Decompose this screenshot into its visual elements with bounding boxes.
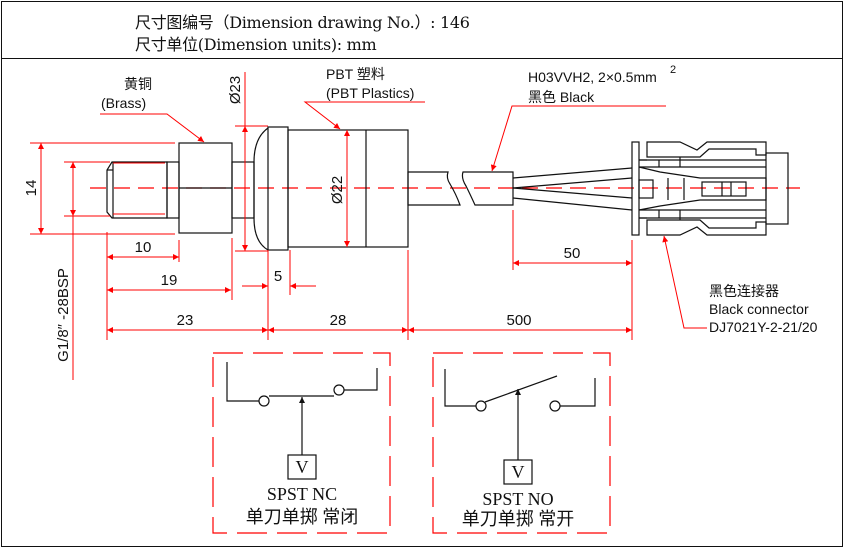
dia-22-label: Ø22 [329, 176, 346, 204]
switch-nc-coil: V [296, 457, 309, 477]
connector-label-en: Black connector [709, 301, 809, 317]
black-connector [631, 141, 789, 236]
dim-500-label: 500 [506, 312, 531, 329]
thread-label: G1/8″ -28BSP [55, 268, 72, 362]
horizontal-dimensions: 10 19 5 23 28 500 50 [106, 210, 633, 340]
dim-14: 14 [23, 142, 175, 235]
dim-5-label: 5 [274, 268, 282, 285]
brass-fitting [106, 126, 289, 251]
switch-nc-desc: 单刀单掷 常闭 [246, 507, 359, 527]
connector-label-cn: 黑色连接器 [709, 283, 779, 299]
dim-dia-23: Ø23 [227, 72, 268, 252]
switch-no-desc: 单刀单掷 常开 [462, 509, 575, 529]
dim-thread: G1/8″ -28BSP [55, 161, 110, 380]
pbt-label-en: (PBT Plastics) [326, 85, 414, 101]
dim-19-label: 19 [161, 272, 178, 289]
connector-part-number: DJ7021Y-2-21/20 [709, 319, 818, 335]
dim-10-label: 10 [135, 239, 152, 256]
pbt-label-cn: PBT 塑料 [326, 66, 385, 82]
dim-23-label: 23 [177, 312, 194, 329]
dim-50-label: 50 [564, 245, 581, 262]
switch-nc-diagram: V SPST NC 单刀单掷 常闭 [212, 352, 391, 534]
dimension-units: 尺寸单位(Dimension units): mm [135, 35, 377, 54]
switch-no-coil: V [512, 462, 525, 482]
cable-spec-superscript: 2 [670, 64, 676, 76]
cable-color: 黑色 Black [528, 89, 595, 105]
brass-label-en: (Brass) [101, 95, 146, 111]
switch-no-type: SPST NO [482, 489, 553, 509]
switch-nc-type: SPST NC [267, 484, 337, 504]
dim-14-label: 14 [23, 180, 40, 197]
dim-dia-22: Ø22 [329, 130, 350, 247]
drawing-number: 尺寸图编号（Dimension drawing No.）: 146 [135, 13, 470, 32]
dia-23-label: Ø23 [227, 76, 244, 104]
header-separator [1, 58, 843, 59]
switch-no-diagram: V SPST NO 单刀单掷 常开 [432, 352, 611, 534]
leaders [100, 101, 707, 329]
dim-28-label: 28 [330, 312, 347, 329]
brass-label-cn: 黄铜 [124, 76, 152, 92]
cable-spec: H03VVH2, 2×0.5mm [528, 69, 657, 85]
cable [407, 167, 633, 211]
